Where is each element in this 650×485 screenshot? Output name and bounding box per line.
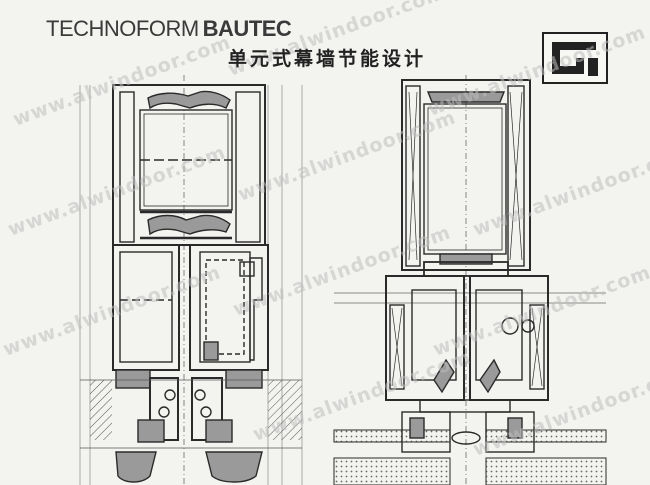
middle-thermal-break <box>147 214 231 236</box>
right-section-view <box>333 75 607 485</box>
bottom-gasket-left <box>115 451 157 483</box>
brand-name-light: TECHNOFORM <box>46 16 199 41</box>
technoform-logo-icon <box>542 32 608 84</box>
bottom-gasket-right <box>205 451 263 483</box>
right-top-thermal-break <box>426 91 506 103</box>
left-section-view <box>79 75 303 485</box>
top-thermal-break <box>147 90 231 110</box>
page-title: 单元式幕墙节能设计 <box>228 48 427 70</box>
brand-name-bold: BAUTEC <box>202 16 292 41</box>
